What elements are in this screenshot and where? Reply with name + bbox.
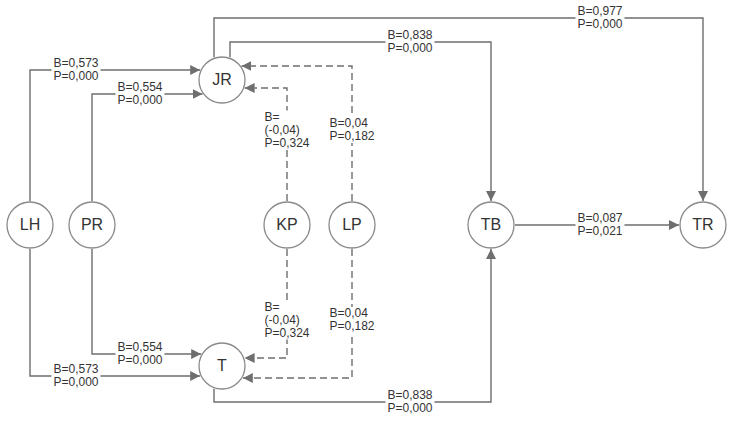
variable-circle: TR xyxy=(679,201,727,249)
variable-name: TR xyxy=(692,216,713,234)
variable-circle: PR xyxy=(68,201,116,249)
variable-name: LP xyxy=(342,216,362,234)
circle-shape xyxy=(329,202,375,248)
circle-shape xyxy=(199,57,245,103)
coefficient-label: B=0,04 P=0,182 xyxy=(327,307,376,333)
variable-circle: T xyxy=(198,342,246,390)
variable-circle: LH xyxy=(6,201,54,249)
coefficient-label: B=0,838 P=0,000 xyxy=(385,29,434,55)
coefficient-label: B=0,04 P=0,182 xyxy=(327,117,376,143)
variable-name: KP xyxy=(276,216,297,234)
coefficient-label: B=(-0,04) P=0,324 xyxy=(262,301,311,340)
circle-shape xyxy=(69,202,115,248)
circle-shape xyxy=(199,343,245,389)
variable-circle: LP xyxy=(328,201,376,249)
variable-circle: JR xyxy=(198,56,246,104)
coefficient-label: B=0,977 P=0,000 xyxy=(575,5,624,31)
coefficient-label: B=(-0,04) P=0,324 xyxy=(262,111,311,150)
coefficient-label: B=0,087 P=0,021 xyxy=(575,212,624,238)
coefficient-label: B=0,554 P=0,000 xyxy=(115,341,164,367)
circle-shape xyxy=(264,202,310,248)
variable-circle: KP xyxy=(263,201,311,249)
effect-arrow xyxy=(92,249,201,354)
effect-arrow xyxy=(214,249,491,402)
circle-shape xyxy=(680,202,726,248)
circle-shape xyxy=(7,202,53,248)
coefficient-label: B=0,573 P=0,000 xyxy=(51,57,100,83)
variable-circle: TB xyxy=(467,201,515,249)
variable-name: JR xyxy=(212,71,232,89)
variable-name: T xyxy=(217,357,227,375)
coefficient-label: B=0,573 P=0,000 xyxy=(51,363,100,389)
effect-arrow xyxy=(30,70,200,201)
coefficient-label: B=0,554 P=0,000 xyxy=(115,81,164,107)
effect-arrow xyxy=(92,94,203,201)
variable-name: LH xyxy=(20,216,40,234)
effect-arrow xyxy=(230,42,491,201)
variable-name: PR xyxy=(81,216,103,234)
circle-shape xyxy=(468,202,514,248)
effect-arrow xyxy=(214,18,703,201)
effect-arrow xyxy=(30,249,200,376)
variable-name: TB xyxy=(481,216,501,234)
coefficient-label: B=0,838 P=0,000 xyxy=(385,389,434,415)
